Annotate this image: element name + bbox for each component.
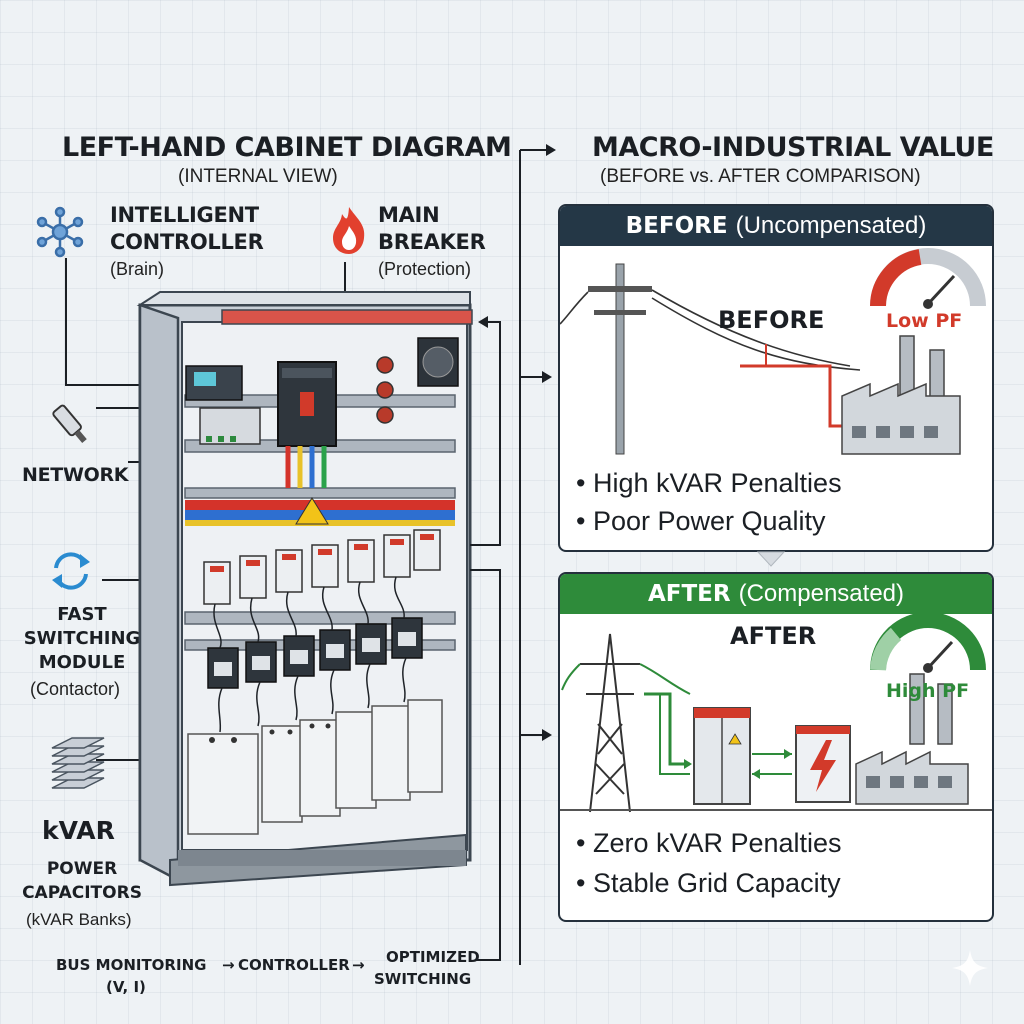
- flow-arrow-2: →: [352, 956, 365, 974]
- after-scene: [560, 614, 992, 813]
- low-pf-label: Low PF: [886, 310, 963, 332]
- before-bullet-2: • Poor Power Quality: [576, 506, 826, 536]
- left-subtitle: (INTERNAL VIEW): [178, 166, 338, 187]
- capacitors-paren: (kVAR Banks): [26, 910, 132, 929]
- flow-step-1: BUS MONITORING: [56, 956, 207, 974]
- right-title: MACRO-INDUSTRIAL VALUE: [592, 132, 994, 163]
- kvar-label: kVAR: [42, 816, 115, 845]
- after-header-rest: (Compensated): [738, 580, 905, 607]
- capacitor-stack-icon: [51, 737, 105, 789]
- flame-icon: [333, 207, 365, 254]
- flow-arrow-1: →: [222, 956, 235, 974]
- high-pf-label: High PF: [886, 680, 970, 702]
- flow-step-3a: OPTIMIZED: [386, 948, 480, 966]
- after-header: AFTER (Compensated): [560, 574, 992, 614]
- switching-label-2: SWITCHING: [23, 628, 141, 649]
- left-title: LEFT-HAND CABINET DIAGRAM: [62, 132, 512, 163]
- switching-paren: (Contactor): [30, 679, 121, 699]
- sparkle-icon: [952, 950, 988, 986]
- breaker-label-2: BREAKER: [378, 230, 486, 254]
- capacitors-label-2: CAPACITORS: [22, 883, 142, 903]
- flow-step-3b: SWITCHING: [374, 970, 472, 988]
- flow-step-2: CONTROLLER: [238, 956, 350, 974]
- controller-label-1: INTELLIGENT: [110, 203, 259, 227]
- right-subtitle: (BEFORE vs. AFTER COMPARISON): [600, 166, 921, 187]
- flow-step-1b: (V, I): [106, 978, 146, 996]
- after-header-bold: AFTER: [647, 581, 731, 607]
- before-bullet-1: • High kVAR Penalties: [576, 468, 842, 498]
- before-scene: [560, 248, 986, 455]
- before-header: BEFORE (Uncompensated): [560, 206, 992, 246]
- network-label: NETWORK: [22, 464, 129, 486]
- before-header-bold: BEFORE: [625, 213, 728, 239]
- breaker-label-1: MAIN: [378, 203, 440, 227]
- after-panel: AFTER (Compensated): [558, 572, 994, 922]
- before-panel: BEFORE (Uncompensated) BEFORE L: [558, 204, 994, 552]
- capacitors-label-1: POWER: [46, 859, 118, 879]
- network-node-icon: [36, 206, 84, 258]
- breaker-paren: (Protection): [378, 259, 472, 279]
- refresh-cycle-icon: [52, 552, 90, 590]
- after-bullet-2: • Stable Grid Capacity: [576, 868, 841, 898]
- controller-label-2: CONTROLLER: [110, 230, 264, 254]
- network-probe-icon: [52, 404, 87, 444]
- after-bullet-1: • Zero kVAR Penalties: [576, 828, 842, 858]
- after-tag: AFTER: [730, 622, 817, 650]
- down-arrow-icon: [756, 551, 786, 567]
- switching-label-1: FAST: [57, 604, 107, 625]
- switching-label-3: MODULE: [38, 652, 126, 673]
- before-tag: BEFORE: [718, 306, 825, 334]
- controller-paren: (Brain): [110, 259, 165, 279]
- before-header-rest: (Uncompensated): [735, 212, 927, 239]
